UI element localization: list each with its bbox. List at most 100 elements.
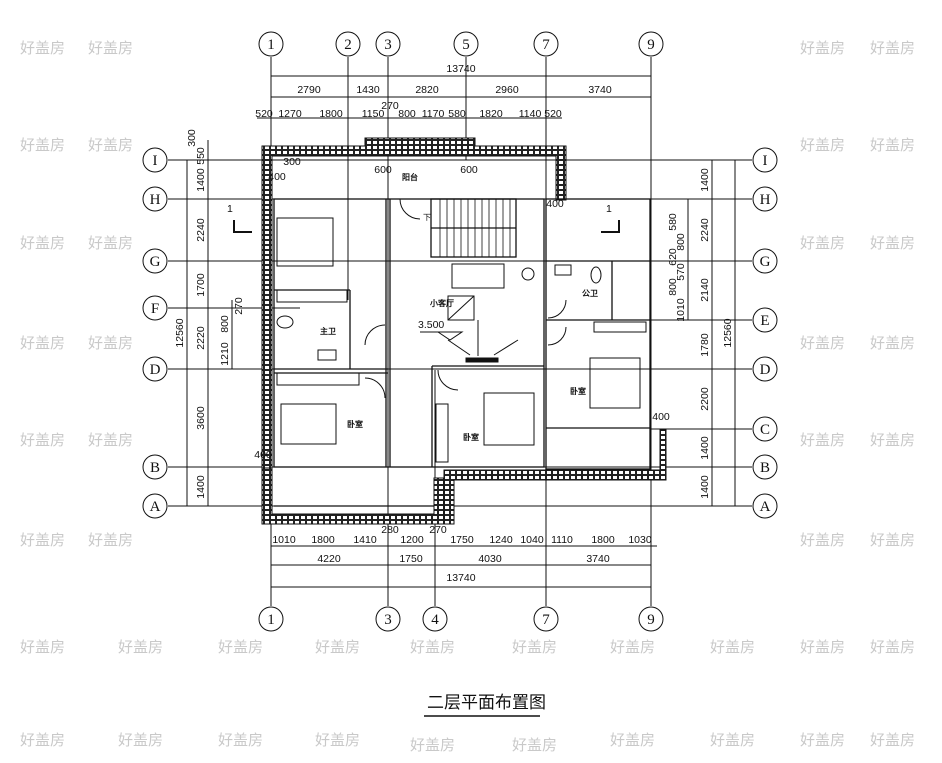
axis-label: 7 [542,37,550,53]
watermark-text: 好盖房 [800,531,845,549]
axis-circle [142,493,168,519]
axis-circle [142,147,168,173]
dim-left-detail: 270 [233,297,245,315]
watermark-text: 好盖房 [20,531,65,549]
watermark-text: 好盖房 [800,731,845,749]
dim-left-row: 300 [186,129,198,147]
watermark-text: 好盖房 [870,638,915,656]
axis-top-9: 9 [638,31,664,57]
watermark-text: 好盖房 [870,431,915,449]
dim-bottom-row1: 280 [381,524,399,536]
dim-bottom-row1: 270 [429,524,447,536]
dim-right-detail: 620 [667,248,679,266]
dim-right-row: 1400 [699,475,711,499]
axis-label: I [763,153,768,169]
dim-bottom-row1: 1040 [520,534,544,546]
dim-bottom-row1: 1110 [551,534,573,546]
axis-right-H: H [752,186,778,212]
watermark-text: 好盖房 [218,731,263,749]
watermark-text: 好盖房 [800,431,845,449]
dim-top-row2: 2820 [415,84,439,96]
room-label-bedroom-left: 卧室 [347,419,363,429]
axis-circle [142,454,168,480]
dim-bottom-row1: 1010 [272,534,296,546]
axis-left-D: D [142,356,168,382]
watermark-text: 好盖房 [20,431,65,449]
dim-inner: 400 [652,411,670,423]
axis-right-C: C [752,416,778,442]
axis-circle [752,493,778,519]
axis-left-G: G [142,248,168,274]
dim-right-row: 2240 [699,218,711,242]
dim-right-row: 2140 [699,278,711,302]
axis-circle [638,606,664,632]
axis-label: B [760,460,770,476]
dim-top-row3: 1270 [278,108,302,120]
dim-top-row3: 1150 [362,108,385,120]
axis-label: B [150,460,160,476]
dim-bottom-row2: 4220 [317,553,341,565]
dim-bottom-row1: 1800 [311,534,335,546]
axis-top-7: 7 [533,31,559,57]
watermark-text: 好盖房 [610,731,655,749]
dim-top-row3: 1170 [422,108,445,120]
section-mark-right: 1 [606,203,612,215]
axis-circle [533,31,559,57]
watermark-text: 好盖房 [20,234,65,252]
dim-right-row: 1400 [699,168,711,192]
watermark-text: 好盖房 [610,638,655,656]
elevation-label: 3.500 [418,319,444,331]
dim-top-total: 13740 [446,63,475,75]
axis-right-E: E [752,307,778,333]
watermark-text: 好盖房 [870,531,915,549]
dim-top-row3: 580 [448,108,466,120]
watermark-text: 好盖房 [20,731,65,749]
building [261,137,667,525]
dim-right-detail: 800 [667,278,679,296]
dim-top-row3: 1820 [479,108,503,120]
watermark-text: 好盖房 [870,731,915,749]
axis-left-B: B [142,454,168,480]
axis-circle [752,356,778,382]
watermark-text: 好盖房 [870,334,915,352]
dim-bottom-row1: 1410 [353,534,377,546]
dim-inner: 400 [546,198,564,210]
dim-bottom-row2: 4030 [478,553,502,565]
axis-label: E [760,313,769,329]
dim-bottom-row1: 1240 [489,534,513,546]
axis-circle [752,147,778,173]
axis-circle [375,606,401,632]
watermark-text: 好盖房 [315,638,360,656]
watermark-text: 好盖房 [88,234,133,252]
axis-label: 3 [384,37,392,53]
axis-circle [258,31,284,57]
axis-bottom-9: 9 [638,606,664,632]
watermark-text: 好盖房 [800,136,845,154]
dim-inner: 600 [460,164,478,176]
axis-circle [375,31,401,57]
axis-label: H [760,192,771,208]
axis-top-2: 2 [335,31,361,57]
axis-label: 1 [267,612,275,628]
watermark-text: 好盖房 [88,136,133,154]
dim-inner: 300 [283,156,301,168]
dim-left-row: 2240 [195,218,207,242]
axis-label: 9 [647,612,655,628]
dim-right-row: 1780 [699,333,711,357]
axis-label: A [760,499,771,515]
dim-left-detail: 1210 [219,342,231,366]
dim-left-detail: 800 [219,315,231,333]
axis-circle [142,356,168,382]
dim-bottom-row1: 1030 [628,534,652,546]
dim-left-row: 1400 [195,475,207,499]
stair-down-label: 下 [423,213,431,222]
watermark-layer: 好盖房好盖房好盖房好盖房好盖房好盖房好盖房好盖房好盖房好盖房好盖房好盖房好盖房好… [20,39,915,754]
watermark-text: 好盖房 [20,136,65,154]
watermark-text: 好盖房 [870,234,915,252]
watermark-text: 好盖房 [20,39,65,57]
axis-label: H [150,192,161,208]
watermark-text: 好盖房 [800,638,845,656]
dim-top-row3: 1140 [519,108,542,120]
